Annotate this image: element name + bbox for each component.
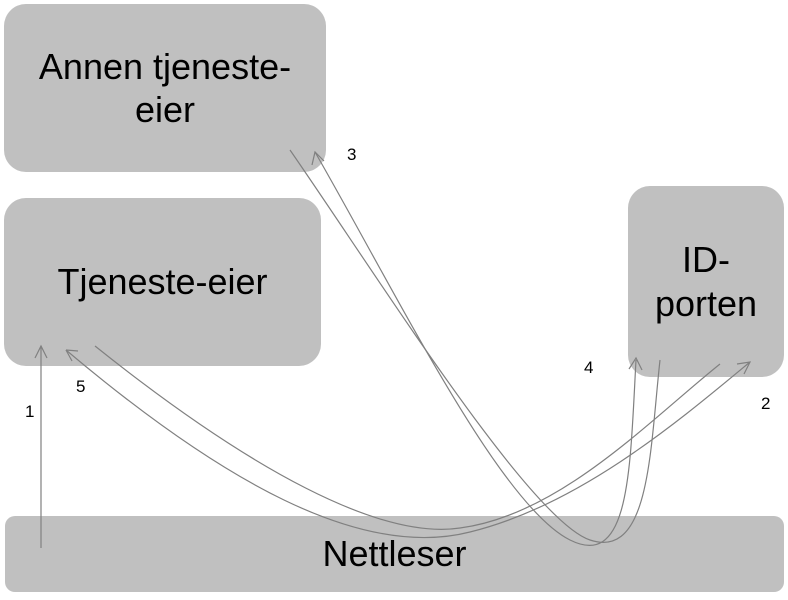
node-tjenesteeier-label: Tjeneste-eier [57, 261, 268, 303]
node-idporten-line2: porten [654, 282, 758, 324]
arrow-1-head [34, 344, 48, 359]
step-label-3: 3 [347, 145, 357, 164]
node-nettleser: Nettleser [5, 516, 784, 592]
arrow-5 [65, 349, 79, 362]
node-annen-tjenesteeier: Annen tjeneste- eier [4, 4, 326, 172]
node-annen-tjenesteeier-line2: eier [134, 89, 196, 130]
step-label-5: 5 [76, 377, 86, 396]
node-idporten-line1: ID- [681, 239, 730, 281]
node-tjenesteeier: Tjeneste-eier [4, 198, 321, 366]
node-nettleser-label: Nettleser [322, 533, 467, 575]
step-label-1: 1 [25, 402, 35, 421]
arrow-3 [289, 149, 661, 546]
arrow-4 [628, 356, 643, 371]
node-annen-tjenesteeier-line1: Annen tjeneste- [38, 45, 292, 87]
step-label-2: 2 [761, 394, 771, 413]
arrow-1 [34, 344, 48, 548]
node-idporten: ID- porten [628, 186, 784, 377]
step-label-4: 4 [584, 358, 594, 377]
arrow-2 [65, 345, 752, 539]
